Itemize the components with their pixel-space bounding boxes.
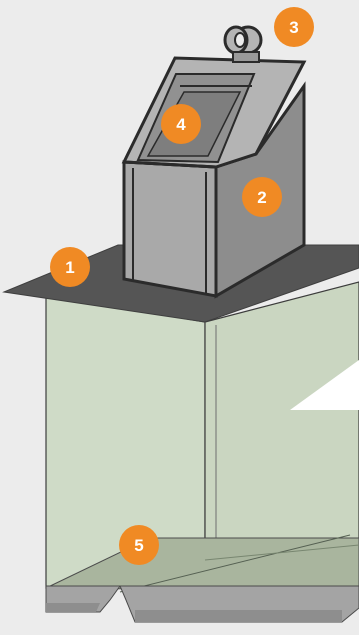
callout-number-3: 3	[289, 18, 298, 37]
glass-tank	[46, 282, 359, 592]
rail-left-shadow	[46, 603, 100, 612]
callout-number-5: 5	[134, 536, 143, 555]
callout-3: 3	[274, 7, 314, 47]
callout-4: 4	[161, 104, 201, 144]
tank-side-face	[205, 282, 359, 560]
callout-2: 2	[242, 177, 282, 217]
callout-number-4: 4	[176, 115, 186, 134]
rail-right-shadow	[135, 610, 342, 622]
housing	[124, 58, 304, 296]
callout-number-1: 1	[65, 258, 74, 277]
lifting-eye-icon	[225, 27, 261, 62]
base-rails	[46, 586, 359, 622]
callout-number-2: 2	[257, 188, 266, 207]
callout-5: 5	[119, 525, 159, 565]
lifting-eye-stem	[233, 52, 259, 62]
housing-front	[124, 162, 216, 296]
lifting-eye-hole	[235, 33, 245, 47]
callout-1: 1	[50, 247, 90, 287]
